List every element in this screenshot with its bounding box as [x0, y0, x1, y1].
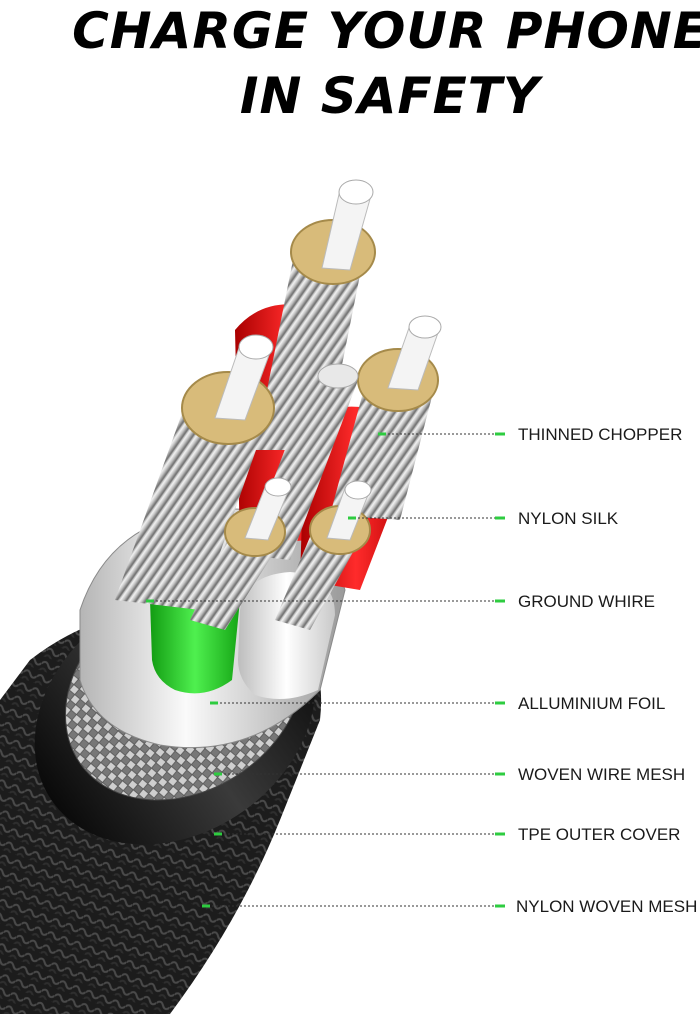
nylon-silk-tip-back: [338, 179, 374, 205]
nylon-silk-tip-left: [238, 334, 274, 360]
callout-label: GROUND WHIRE: [518, 592, 655, 611]
callout-aluminium-foil: ALLUMINIUM FOIL: [210, 694, 665, 713]
headline-line-1: CHARGE YOUR PHONE: [72, 2, 700, 60]
callout-ground-wire: GROUND WHIRE: [146, 592, 655, 611]
callout-tpe-outer-cover: TPE OUTER COVER: [214, 825, 680, 844]
callout-woven-wire-mesh: WOVEN WIRE MESH: [214, 765, 685, 784]
headline-line-2: IN SAFETY: [239, 67, 541, 125]
strand-conductor-green: [190, 535, 285, 630]
callout-label: TPE OUTER COVER: [518, 825, 680, 844]
nylon-silk-tip-white: [344, 480, 372, 500]
callout-label: NYLON WOVEN MESH: [516, 897, 697, 916]
callout-label: ALLUMINIUM FOIL: [518, 694, 665, 713]
strand-conductor-back: [255, 250, 365, 450]
callout-label: WOVEN WIRE MESH: [518, 765, 685, 784]
callout-thinned-copper: THINNED CHOPPER: [378, 425, 682, 444]
nylon-silk-tip-right: [408, 315, 442, 339]
callout-nylon-woven-mesh: NYLON WOVEN MESH: [202, 897, 697, 916]
nylon-silk-tip-green: [264, 477, 292, 497]
callout-label: NYLON SILK: [518, 509, 619, 528]
callout-nylon-silk: NYLON SILK: [348, 509, 619, 528]
callout-label: THINNED CHOPPER: [518, 425, 682, 444]
strand-conductor-left: [115, 405, 270, 610]
nylon-silk-tip-center: [317, 363, 359, 389]
